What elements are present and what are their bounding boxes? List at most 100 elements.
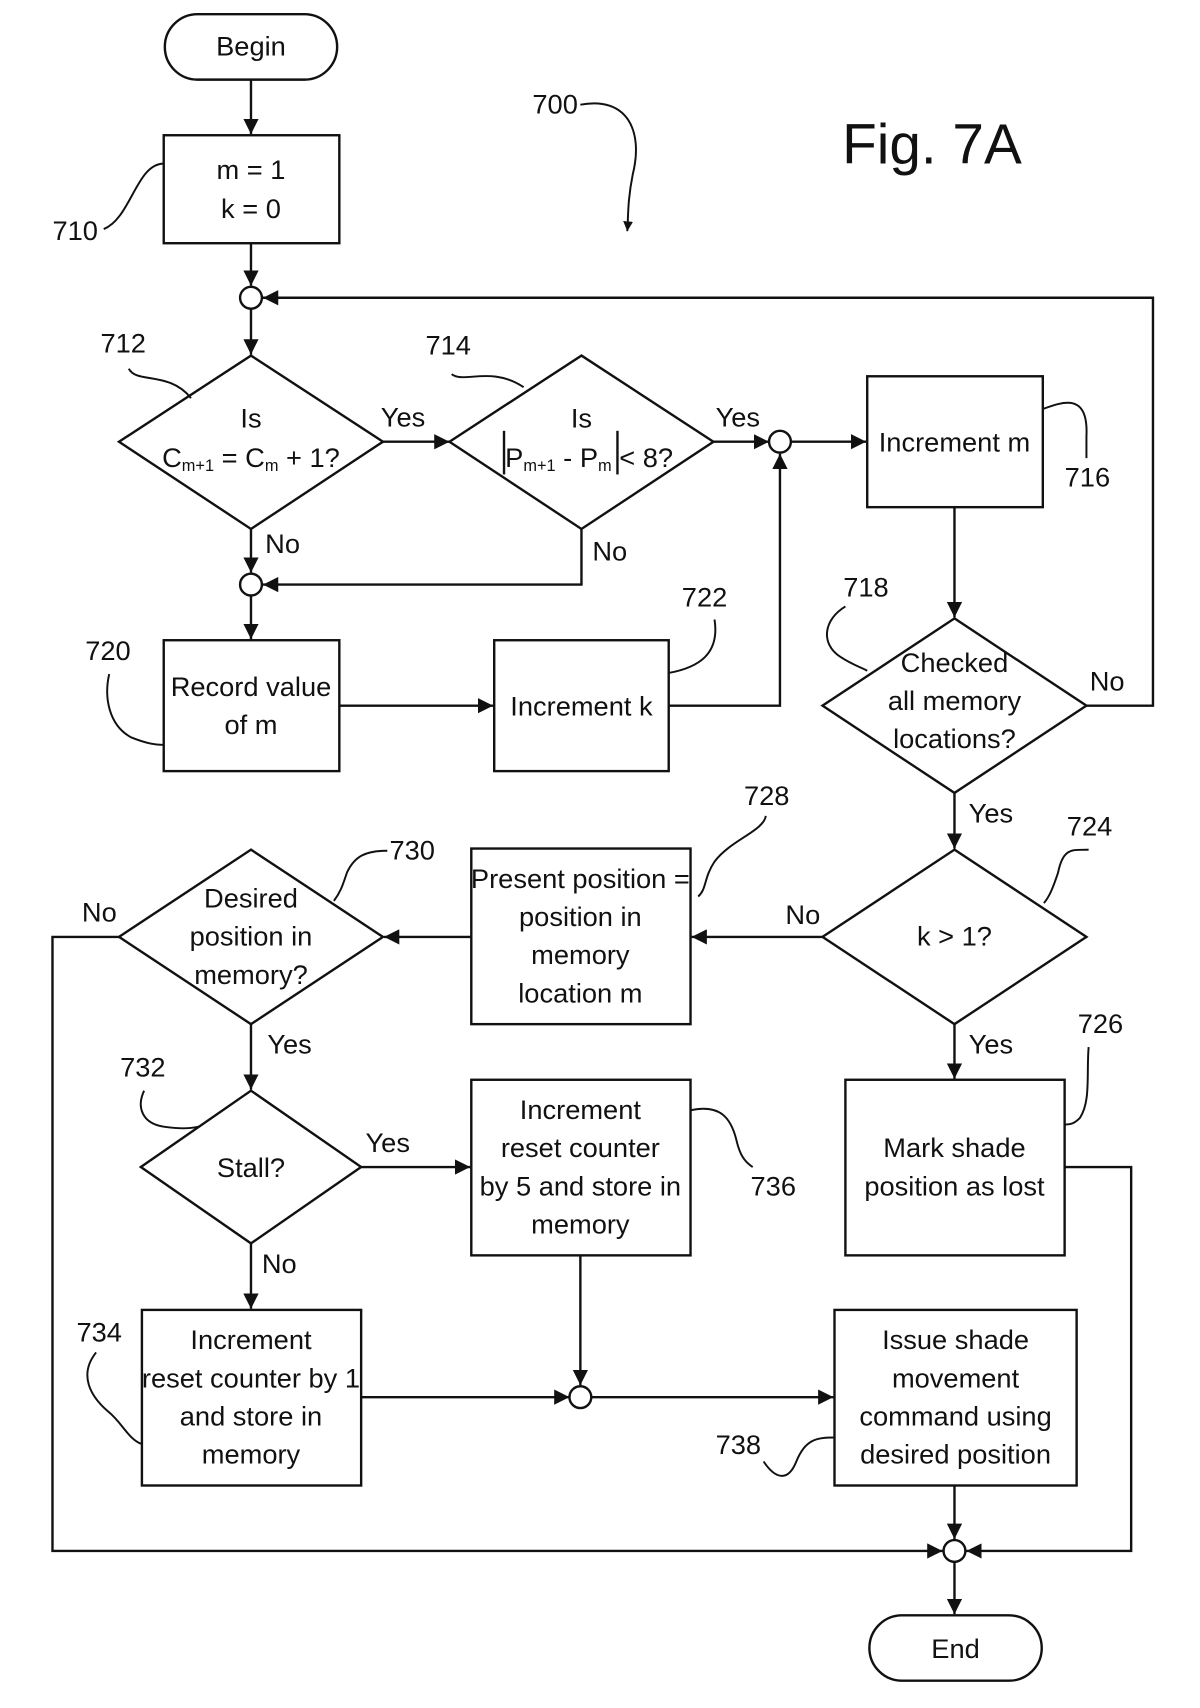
process-738-line-2: movement	[892, 1362, 1020, 1393]
decision-730-desired-position: Desired position in memory?	[116, 848, 386, 1026]
leader-734	[86, 1351, 143, 1445]
ref-724: 724	[1067, 810, 1112, 841]
process-728-present-position: Present position = position in memory lo…	[470, 847, 692, 1026]
edge-726-end	[966, 1165, 1133, 1559]
leader-718	[825, 605, 868, 672]
process-720-record-value: Record value of m	[162, 639, 341, 773]
process-716-text: Increment m	[879, 427, 1030, 458]
process-736-line-4: memory	[531, 1209, 630, 1240]
process-726-line-1: Mark shade	[883, 1132, 1025, 1163]
process-716-increment-m: Increment m	[866, 375, 1045, 509]
decision-724-text: k > 1?	[917, 921, 992, 952]
decision-718-line-3: locations?	[893, 723, 1016, 754]
leader-732	[139, 1090, 199, 1130]
junction-right	[767, 429, 793, 454]
process-736-line-1: Increment	[520, 1094, 642, 1125]
process-728-line-1: Present position =	[471, 863, 690, 894]
junction-end	[942, 1538, 967, 1564]
label-714-no: No	[592, 536, 627, 567]
junction-bottom-middle	[568, 1385, 593, 1410]
process-734-line-2: reset counter by 1	[142, 1362, 360, 1393]
junction-top	[238, 285, 264, 310]
decision-724-k-greater-1: k > 1?	[820, 848, 1089, 1026]
edge-714-no	[262, 528, 583, 593]
label-730-yes: Yes	[267, 1029, 311, 1060]
leader-730	[333, 849, 388, 902]
label-730-no: No	[82, 897, 117, 928]
process-738-line-1: Issue shade	[882, 1324, 1029, 1355]
label-724-no: No	[785, 899, 820, 930]
process-734-line-4: memory	[202, 1439, 301, 1470]
ref-728: 728	[744, 780, 789, 811]
leader-726	[1064, 1046, 1090, 1126]
junction-left	[238, 572, 264, 597]
process-738-line-4: desired position	[860, 1439, 1051, 1470]
decision-714-line-1: Is	[571, 403, 592, 434]
figure-reference-arrow	[580, 102, 637, 232]
process-720-line-2: of m	[224, 709, 277, 740]
leader-720	[106, 673, 164, 746]
decision-732-stall: Stall?	[138, 1089, 364, 1245]
edge-730-no	[51, 935, 943, 1559]
label-712-yes: Yes	[381, 401, 425, 432]
label-718-no: No	[1090, 665, 1125, 696]
leader-724	[1043, 848, 1089, 904]
edge-718-no-loop	[262, 290, 1155, 707]
ref-738: 738	[716, 1429, 761, 1460]
process-738-issue-command: Issue shade movement command using desir…	[833, 1308, 1078, 1487]
label-714-yes: Yes	[716, 401, 760, 432]
leader-738	[762, 1436, 835, 1477]
decision-730-line-3: memory?	[194, 959, 308, 990]
label-718-yes: Yes	[969, 797, 1013, 828]
leader-710	[103, 162, 164, 230]
process-728-line-4: location m	[518, 977, 642, 1008]
process-710-line-2: k = 0	[221, 193, 281, 224]
decision-718-line-1: Checked	[901, 647, 1009, 678]
end-terminal: End	[868, 1614, 1043, 1682]
process-736-line-3: by 5 and store in	[480, 1170, 681, 1201]
process-734-line-1: Increment	[190, 1324, 312, 1355]
process-734-increment-by-1: Increment reset counter by 1 and store i…	[140, 1308, 363, 1487]
leader-712	[127, 368, 192, 399]
ref-710: 710	[52, 215, 97, 246]
ref-732: 732	[120, 1051, 165, 1082]
leader-714	[451, 373, 525, 389]
ref-712: 712	[100, 327, 145, 358]
process-736-increment-by-5: Increment reset counter by 5 and store i…	[470, 1078, 692, 1257]
end-text: End	[931, 1633, 980, 1664]
process-726-mark-lost: Mark shade position as lost	[844, 1078, 1066, 1257]
leader-728	[697, 815, 767, 898]
process-736-line-2: reset counter	[501, 1132, 660, 1163]
label-712-no: No	[265, 528, 300, 559]
ref-716: 716	[1065, 461, 1110, 492]
leader-722	[668, 619, 717, 674]
decision-712: Is Cm+1 = Cm + 1?	[116, 354, 386, 531]
decision-732-text: Stall?	[217, 1152, 285, 1183]
process-728-line-3: memory	[531, 939, 630, 970]
ref-722: 722	[682, 581, 727, 612]
edge-722-junction-right	[668, 453, 788, 707]
process-710-init: m = 1 k = 0	[162, 134, 341, 245]
ref-730: 730	[389, 834, 434, 865]
ref-736: 736	[751, 1170, 796, 1201]
process-726-line-2: position as lost	[864, 1170, 1045, 1201]
label-732-no: No	[262, 1248, 297, 1279]
process-722-text: Increment k	[510, 690, 653, 721]
begin-terminal: Begin	[163, 12, 339, 81]
begin-text: Begin	[216, 31, 286, 62]
decision-718-line-2: all memory	[888, 685, 1022, 716]
decision-718-checked-all: Checked all memory locations?	[820, 616, 1089, 795]
process-738-line-3: command using	[859, 1401, 1051, 1432]
process-710-line-1: m = 1	[217, 154, 286, 185]
decision-712-line-1: Is	[240, 403, 261, 434]
decision-730-line-2: position in	[190, 921, 313, 952]
ref-714: 714	[425, 329, 470, 360]
process-728-line-2: position in	[519, 901, 642, 932]
ref-734: 734	[76, 1317, 121, 1348]
figure-reference-number: 700	[532, 88, 577, 119]
decision-714: Is Pm+1 - Pm < 8?	[447, 354, 716, 531]
decision-714-line-2: Pm+1 - Pm < 8?	[505, 442, 673, 475]
decision-730-line-1: Desired	[204, 882, 298, 913]
ref-726: 726	[1078, 1008, 1123, 1039]
